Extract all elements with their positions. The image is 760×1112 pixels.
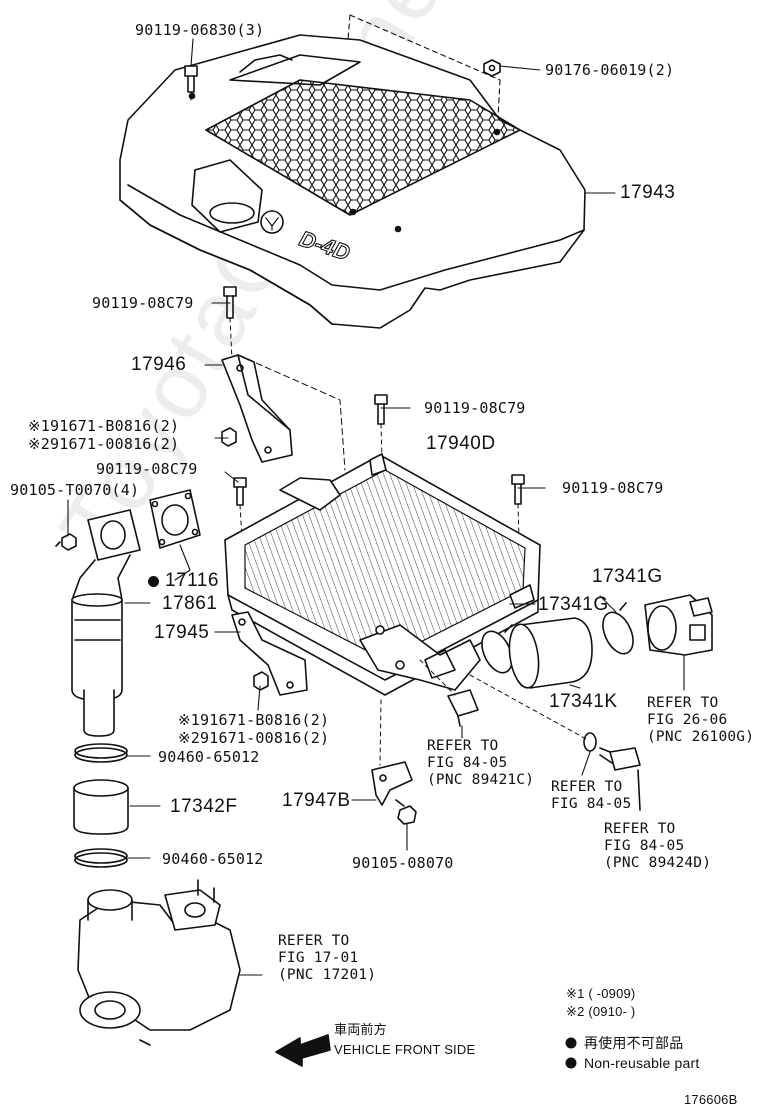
label-17341g-b: 17341G [592,566,663,587]
refer-17-01-line1: REFER TO [278,933,350,949]
outlet-pipe-17861 [71,509,141,737]
label-90119-08c79-d: 90119-08C79 [562,479,664,497]
refer-89424d-line1: REFER TO [604,821,676,837]
label-17341g-a: 17341G [538,594,609,615]
clamp-90460-b [74,848,128,868]
hose-17341k [508,617,593,689]
label-17116: 17116 [148,570,219,591]
bolt-90119-08c79-a [223,286,237,361]
engine-cover-17943: D-4D [119,14,586,329]
front-label-en: VEHICLE FRONT SIDE [334,1042,476,1057]
label-90119-08c79-a: 90119-08C79 [92,294,194,312]
label-17945: 17945 [154,622,210,643]
refer-89421c-line3: (PNC 89421C) [427,772,535,788]
label-17116-text: 17116 [165,570,219,591]
refer-84-05: REFER TO FIG 84-05 [551,779,631,813]
throttle-body [644,594,713,656]
label-17947b: 17947B [282,790,351,811]
label-17861: 17861 [162,593,218,614]
bolt-90119-08c79-b [374,394,388,461]
label-17946: 17946 [131,354,187,375]
gasket-17116 [149,489,201,549]
refer-26-06-line1: REFER TO [647,695,719,711]
label-90105-t0070: 90105-T0070(4) [10,481,140,499]
refer-26-06: REFER TO FIG 26-06 (PNC 26100G) [647,695,754,746]
label-91671-00816-a: ※291671-00816(2) [28,435,180,453]
label-91671-b0816-b: ※191671-B0816(2) [178,711,330,729]
front-label-jp: 車両前方 [334,1022,387,1037]
refer-17-01-line3: (PNC 17201) [278,967,377,983]
label-90119-08c79-c: 90119-08C79 [96,460,198,478]
clamp-90460-a [74,743,128,763]
bolt-90105-t0070 [55,533,77,551]
label-17940d: 17940D [426,433,496,454]
note-2: ※2 (0910- ) [566,1004,636,1019]
label-91671-b0816-a: ※191671-B0816(2) [28,417,180,435]
intercooler-17940d [224,453,541,696]
refer-89424d-line2: FIG 84-05 [604,838,685,854]
figure-code: 176606B [684,1092,738,1107]
refer-84-05-line1: REFER TO [551,779,623,795]
clamp-17341g-b [602,602,634,655]
non-reusable-dot [148,576,159,587]
refer-89421c-line1: REFER TO [427,738,499,754]
label-90460-65012-a: 90460-65012 [158,748,260,766]
sensor-89424d [469,674,641,811]
refer-89421c-line2: FIG 84-05 [427,755,508,771]
legend-jp: 再使用不可部品 [584,1035,684,1051]
label-17341k: 17341K [549,691,618,712]
bolt-90105-08070 [395,799,417,825]
label-90119-06830: 90119-06830(3) [135,21,265,39]
bracket-17947b [371,699,413,806]
bolt-90119-08c79-c [233,477,247,541]
label-91671-00816-b: ※291671-00816(2) [178,729,330,747]
label-90119-08c79-b: 90119-08C79 [424,399,526,417]
leader-lines [67,38,685,976]
refer-84-05-line2: FIG 84-05 [551,796,632,812]
refer-89424d-line3: (PNC 89424D) [604,855,712,871]
refer-26-06-line3: (PNC 26100G) [647,729,755,745]
note-1: ※1 ( -0909) [566,986,636,1001]
sensor-89421c [419,659,479,727]
refer-84-05-89421c: REFER TO FIG 84-05 (PNC 89421C) [427,738,534,789]
refer-84-05-89424d: REFER TO FIG 84-05 (PNC 89424D) [604,821,711,872]
refer-17-01: REFER TO FIG 17-01 (PNC 17201) [278,933,376,984]
bracket-17946 [221,354,346,471]
label-90460-65012-b: 90460-65012 [162,850,264,868]
nut-91671-b [253,671,269,691]
bracket-17945 [231,611,308,696]
nut-90176-06019 [483,59,501,77]
nut-91671-a [221,427,237,447]
hose-17342f [73,779,129,835]
label-17943: 17943 [620,182,676,203]
refer-26-06-line2: FIG 26-06 [647,712,728,728]
refer-17-01-line2: FIG 17-01 [278,950,359,966]
label-17342f: 17342F [170,796,238,817]
legend-dot-jp [565,1037,577,1049]
legend-dot-en [565,1057,577,1069]
turbocharger [77,879,241,1046]
legend-en: Non-reusable part [584,1055,700,1071]
vehicle-front-arrow [275,1034,331,1067]
label-90105-08070: 90105-08070 [352,854,454,872]
label-90176-06019: 90176-06019(2) [545,61,675,79]
